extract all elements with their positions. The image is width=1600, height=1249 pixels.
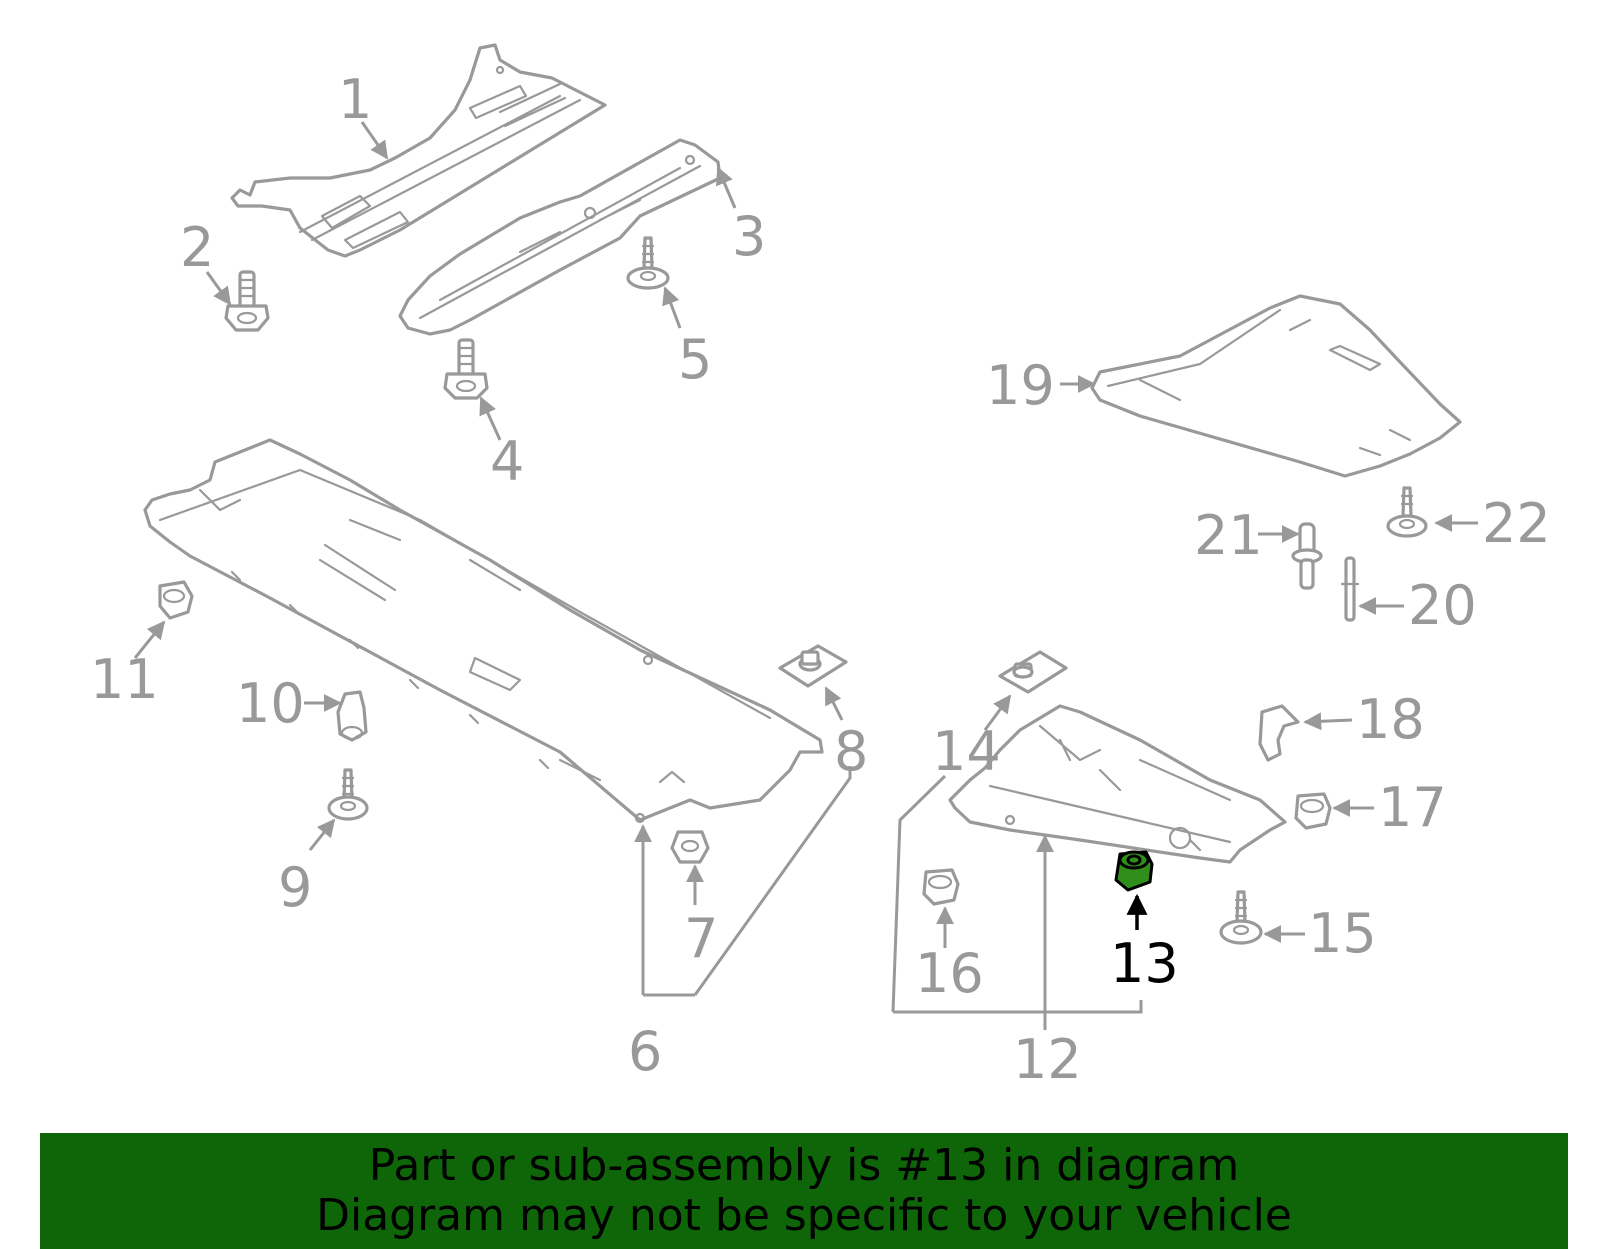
part-11-nut [158, 580, 194, 620]
part-5-screw [626, 236, 670, 290]
part-9-screw [327, 768, 369, 821]
callout-8: 8 [834, 720, 868, 783]
part-20-pin [1340, 556, 1360, 622]
part-8-clip-nut [778, 644, 848, 688]
callout-19: 19 [986, 354, 1055, 417]
part-21-push-clip [1291, 522, 1323, 590]
info-banner: Part or sub-assembly is #13 in diagram D… [40, 1133, 1568, 1249]
callout-7: 7 [684, 907, 718, 970]
callout-5: 5 [678, 328, 712, 391]
leader-lines [133, 121, 1478, 1030]
callout-16: 16 [915, 942, 984, 1005]
part-19-rear-cover [1090, 294, 1462, 478]
part-3-rear-shield [398, 138, 722, 336]
part-18-bracket [1258, 704, 1300, 762]
part-17-nut [1294, 792, 1332, 830]
callout-2: 2 [180, 216, 214, 279]
part-6-main-under-cover [143, 438, 824, 824]
part-13-nut-highlighted [1114, 850, 1154, 892]
callout-21: 21 [1194, 504, 1263, 567]
part-2-bolt [224, 270, 270, 332]
part-16-nut [922, 868, 960, 906]
callout-4: 4 [490, 430, 524, 493]
part-10-grommet [336, 690, 368, 742]
part-12-side-under-cover [948, 704, 1287, 864]
callout-6: 6 [628, 1020, 662, 1083]
callout-22: 22 [1482, 492, 1551, 555]
callout-1: 1 [338, 68, 372, 131]
callout-14: 14 [932, 720, 1001, 783]
callout-15: 15 [1308, 902, 1377, 965]
banner-line-disclaimer: Diagram may not be specific to your vehi… [316, 1190, 1292, 1241]
part-22-screw [1386, 486, 1428, 538]
callout-11: 11 [90, 648, 159, 711]
callout-12: 12 [1013, 1028, 1082, 1091]
part-4-bolt [443, 338, 489, 400]
callout-9: 9 [278, 856, 312, 919]
callout-17: 17 [1378, 776, 1447, 839]
callout-10: 10 [236, 672, 305, 735]
part-15-screw [1219, 890, 1263, 945]
callout-13: 13 [1110, 932, 1179, 995]
part-1-front-shield [230, 43, 607, 258]
banner-line-part-number: Part or sub-assembly is #13 in diagram [368, 1140, 1240, 1191]
part-14-clip-nut [998, 650, 1068, 694]
callout-18: 18 [1356, 688, 1425, 751]
callout-3: 3 [732, 205, 766, 268]
callout-20: 20 [1408, 574, 1477, 637]
callout-labels: 1 2 3 4 5 6 7 8 9 10 11 12 13 14 15 16 1… [90, 68, 1551, 1091]
part-7-nut [670, 830, 710, 864]
